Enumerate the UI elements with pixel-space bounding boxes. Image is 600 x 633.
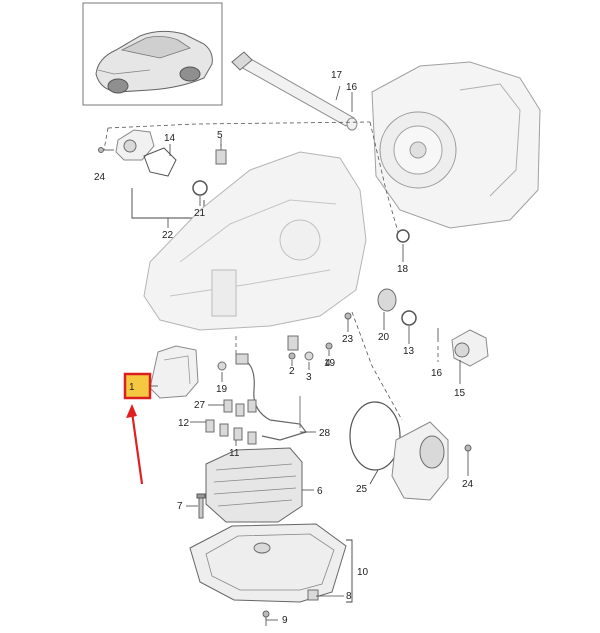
callout-19-left: 19: [216, 384, 228, 395]
o-ring-25: [349, 401, 401, 471]
callout-15: 15: [454, 388, 466, 399]
bolt-23: [344, 312, 352, 332]
callout-20: 20: [378, 332, 390, 343]
callout-18: 18: [397, 264, 409, 275]
callout-4: 4: [325, 358, 331, 369]
car-icon: [95, 30, 213, 94]
bolt-9: [262, 610, 270, 626]
callout-23: 23: [342, 334, 354, 345]
ring-13: [401, 310, 417, 326]
callout-7: 7: [177, 501, 183, 512]
bolt-24-right: [464, 444, 472, 464]
drive-shaft-17: [231, 51, 358, 131]
bolt-24-left: [98, 147, 114, 153]
seal-20: [377, 288, 397, 312]
side-cover: [391, 421, 449, 501]
callout-5: 5: [217, 130, 223, 141]
callout-17: 17: [331, 70, 343, 81]
callout-6: 6: [317, 486, 323, 497]
seal-21: [192, 180, 208, 196]
callout-1: 1: [129, 382, 135, 393]
engine-block: [371, 61, 541, 229]
callout-13: 13: [403, 346, 415, 357]
transmission-housing: [143, 151, 367, 331]
bracket-14: [115, 129, 155, 161]
callout-8: 8: [346, 591, 352, 602]
callout-19-right: 19: [324, 358, 336, 369]
callout-2: 2: [289, 366, 295, 377]
callout-16-top: 16: [346, 82, 358, 93]
callout-9: 9: [282, 615, 288, 626]
callout-22: 22: [162, 230, 174, 241]
valve-body-6: [205, 447, 303, 523]
callout-24-right: 24: [462, 479, 474, 490]
drain-plug-8: [307, 589, 319, 601]
callout-27: 27: [194, 400, 206, 411]
heat-shield-1: [149, 345, 199, 399]
flange-15: [451, 329, 489, 367]
bolt-7: [196, 493, 206, 519]
callout-24-left: 24: [94, 172, 106, 183]
small-parts-cluster: [217, 335, 333, 371]
callout-14: 14: [164, 133, 176, 144]
callout-21: 21: [194, 208, 206, 219]
arrow-up-icon: [126, 404, 144, 485]
callout-12: 12: [178, 418, 190, 429]
wiring-harness: [205, 353, 307, 445]
callout-25: 25: [356, 484, 368, 495]
callout-16-bottom: 16: [431, 368, 443, 379]
sensor-5: [215, 144, 227, 165]
callout-10: 10: [357, 567, 369, 578]
seal-18: [396, 229, 410, 243]
callout-28: 28: [319, 428, 331, 439]
callout-11: 11: [229, 448, 240, 459]
vehicle-thumbnail: [82, 2, 223, 106]
callout-3: 3: [306, 372, 312, 383]
oil-pan: [189, 523, 347, 603]
